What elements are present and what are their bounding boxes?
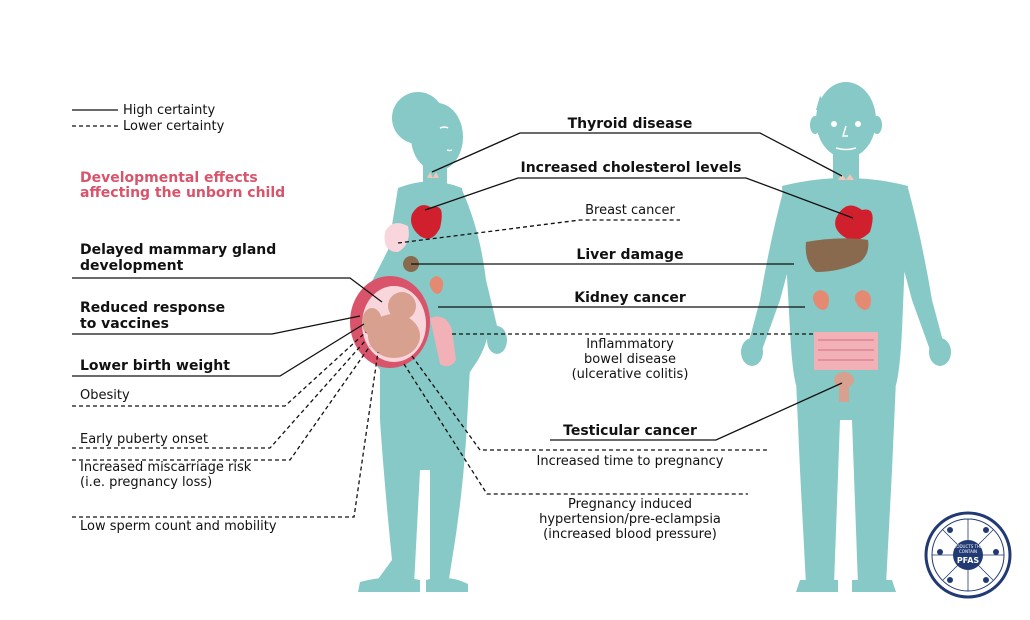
label-hypertension-line3: (increased blood pressure) — [543, 527, 717, 542]
label-obesity: Obesity — [80, 388, 130, 403]
label-ibd-line1: Inflammatory — [586, 337, 674, 352]
label-low-sperm: Low sperm count and mobility — [80, 519, 277, 534]
label-time-to-pregnancy: Increased time to pregnancy — [536, 454, 724, 469]
woman-organs — [350, 172, 456, 368]
label-mammary-line2: development — [80, 258, 184, 274]
seal-center-caption: PRODUCTS THAT CONTAIN — [951, 544, 985, 554]
legend-lower-certainty: Lower certainty — [123, 119, 225, 134]
developmental-effects-heading-line1: Developmental effects — [80, 170, 258, 186]
label-miscarriage-line1: Increased miscarriage risk — [80, 460, 252, 475]
seal-center-pfas: PFAS — [956, 556, 980, 565]
label-testicular-cancer: Testicular cancer — [563, 423, 697, 439]
label-thyroid-disease: Thyroid disease — [567, 116, 693, 132]
left-leader-lines — [72, 277, 383, 518]
label-hypertension-line2: hypertension/pre-eclampsia — [539, 512, 721, 527]
label-miscarriage-line2: (i.e. pregnancy loss) — [80, 475, 213, 490]
label-birth-weight: Lower birth weight — [80, 358, 230, 374]
pfas-products-seal — [924, 511, 1012, 599]
label-hypertension-line1: Pregnancy induced — [567, 497, 693, 512]
label-ibd-line2: bowel disease — [584, 352, 676, 367]
label-ibd-line3: (ulcerative colitis) — [571, 367, 689, 382]
label-mammary-line1: Delayed mammary gland — [80, 242, 277, 258]
label-kidney-cancer: Kidney cancer — [574, 290, 686, 306]
label-vaccines-line2: to vaccines — [80, 316, 169, 332]
label-cholesterol: Increased cholesterol levels — [520, 160, 742, 176]
man-organs — [805, 174, 878, 402]
pregnant-woman-figure — [358, 92, 507, 592]
label-vaccines-line1: Reduced response — [80, 300, 226, 316]
label-early-puberty: Early puberty onset — [80, 432, 209, 447]
label-liver-damage: Liver damage — [576, 247, 684, 263]
label-breast-cancer: Breast cancer — [585, 203, 675, 218]
developmental-effects-heading-line2: affecting the unborn child — [80, 185, 286, 201]
legend-high-certainty: High certainty — [123, 103, 216, 118]
center-leader-lines — [397, 132, 854, 495]
